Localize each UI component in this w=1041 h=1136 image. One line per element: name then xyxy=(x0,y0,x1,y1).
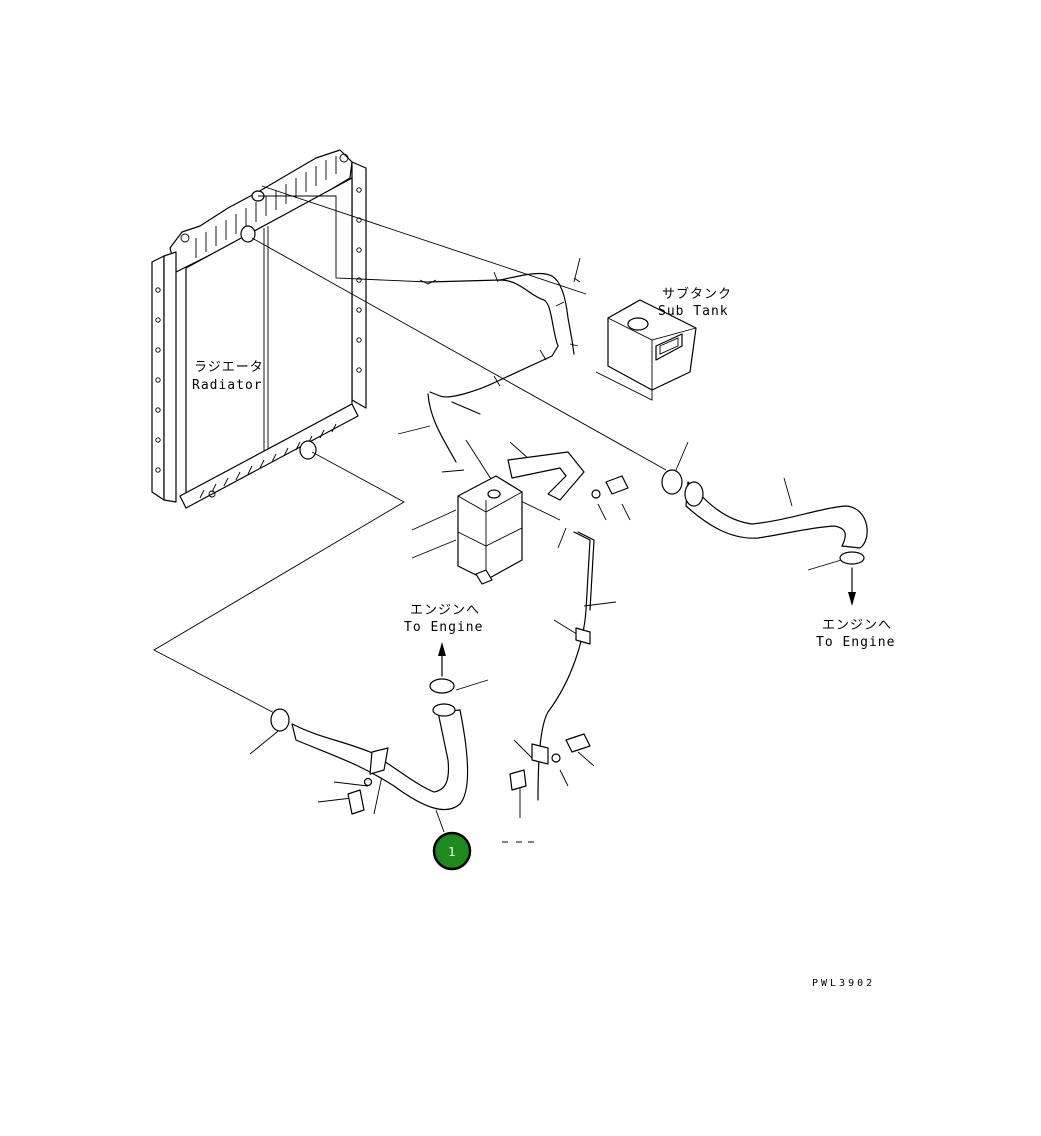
lower-hose xyxy=(270,642,469,815)
callout-number: 1 xyxy=(448,845,456,859)
overflow-pipe xyxy=(419,271,581,463)
subtank-label-jp: サブタンク xyxy=(662,286,732,302)
leader-lines xyxy=(153,185,849,833)
engine-left-label-jp: エンジンへ xyxy=(410,603,480,618)
engine-right-label-jp: エンジンへ xyxy=(822,618,892,633)
upper-hose xyxy=(661,469,868,606)
reserve-tank xyxy=(457,475,523,585)
callout-1[interactable]: 1 xyxy=(432,831,472,871)
tank-bracket xyxy=(507,451,629,501)
radiator xyxy=(151,149,367,509)
drain-pipe xyxy=(502,531,595,843)
engine-right-label-en: To Engine xyxy=(816,635,895,650)
radiator-label-en: Radiator xyxy=(192,378,263,393)
drawing-code: PWL3902 xyxy=(812,978,875,989)
engine-left-label-en: To Engine xyxy=(404,620,483,635)
subtank-label-en: Sub Tank xyxy=(658,304,729,319)
radiator-label-jp: ラジエータ xyxy=(194,360,264,375)
sub-tank xyxy=(595,299,697,401)
